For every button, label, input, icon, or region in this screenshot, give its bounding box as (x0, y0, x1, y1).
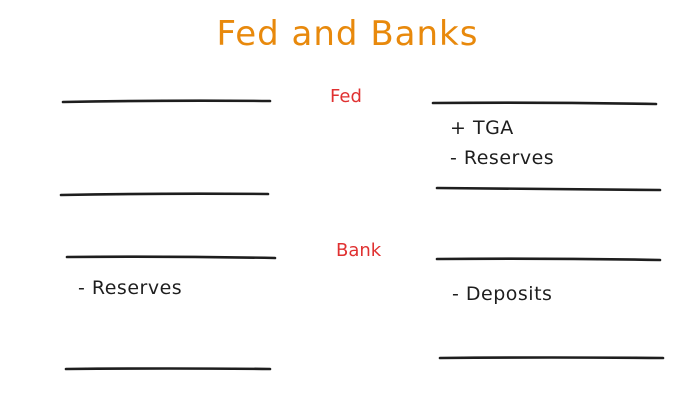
fed-liabilities-bottom-rule (435, 186, 662, 192)
bank-asset-entry: - Reserves (78, 277, 183, 299)
fed-assets-top-rule (61, 99, 272, 104)
bank-liabilities-top-rule (435, 257, 662, 262)
fed-liability-entry: + TGA (450, 117, 514, 139)
fed-liability-entry: - Reserves (450, 147, 555, 169)
bank-assets-bottom-rule (64, 367, 272, 371)
bank-liabilities-bottom-rule (438, 356, 665, 360)
bank-label: Bank (336, 240, 382, 261)
fed-liabilities-top-rule (431, 101, 658, 106)
diagram-title: Fed and Banks (216, 14, 479, 54)
fed-assets-bottom-rule (59, 192, 270, 197)
bank-assets-top-rule (65, 255, 277, 260)
fed-label: Fed (330, 86, 362, 107)
bank-liability-entry: - Deposits (452, 283, 553, 305)
